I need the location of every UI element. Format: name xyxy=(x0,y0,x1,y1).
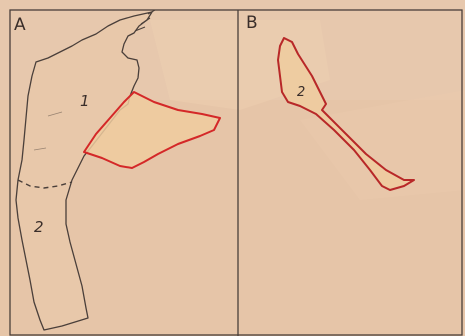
panel-a-dashed-boundary xyxy=(17,179,73,189)
panel-b-region-2-label: 2 xyxy=(297,85,305,100)
panel-a: A 1 2 xyxy=(14,9,221,331)
outer-frame xyxy=(9,9,463,336)
panel-b-letter: B xyxy=(246,13,258,33)
panel-a-coast-detail xyxy=(134,9,156,32)
panel-a-letter: A xyxy=(14,15,26,35)
panel-a-region-2-label: 2 xyxy=(34,218,44,236)
panel-a-river xyxy=(33,111,63,151)
panel-a-territory-outline xyxy=(15,11,153,331)
panel-a-highlighted-region xyxy=(83,91,221,169)
panel-a-region-1-label: 1 xyxy=(80,92,90,110)
paper-fold-highlight-2 xyxy=(300,90,465,200)
panel-b-highlighted-region xyxy=(277,37,415,191)
panel-b: B 2 xyxy=(246,13,415,191)
